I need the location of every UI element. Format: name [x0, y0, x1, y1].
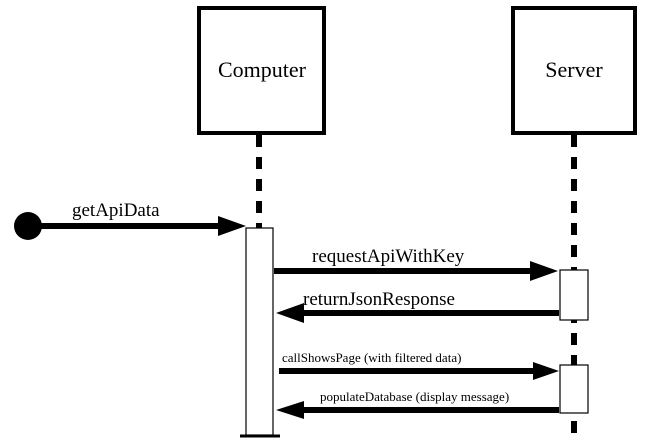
message-returnjsonresponse: returnJsonResponse — [276, 289, 559, 323]
message-getapidata-label: getApiData — [72, 200, 160, 221]
message-requestapiwithkey-label: requestApiWithKey — [312, 246, 465, 267]
participant-server-box — [511, 6, 637, 135]
participant-computer: Computer — [197, 6, 326, 135]
message-requestapiwithkey: requestApiWithKey — [274, 246, 558, 281]
arrow-left-icon — [276, 303, 304, 323]
participant-server: Server — [511, 6, 637, 135]
activation-server-2 — [559, 364, 589, 414]
arrow-right-icon — [533, 362, 559, 380]
arrow-right-icon — [218, 216, 246, 236]
arrow-right-icon — [530, 261, 558, 281]
arrow-left-icon — [276, 401, 304, 419]
message-callshowspage: callShowsPage (with filtered data) — [279, 350, 559, 380]
message-callshowspage-label: callShowsPage (with filtered data) — [282, 350, 461, 365]
participant-computer-box — [197, 6, 326, 135]
participant-computer-label: Computer — [218, 57, 307, 82]
activation-computer — [245, 227, 274, 436]
message-populatedatabase-label: populateDatabase (display message) — [320, 389, 509, 404]
message-returnjsonresponse-label: returnJsonResponse — [303, 289, 455, 310]
activation-server-1 — [559, 269, 589, 321]
message-populatedatabase: populateDatabase (display message) — [276, 389, 559, 419]
participant-server-label: Server — [545, 57, 603, 82]
message-getapidata: getApiData — [14, 200, 246, 240]
